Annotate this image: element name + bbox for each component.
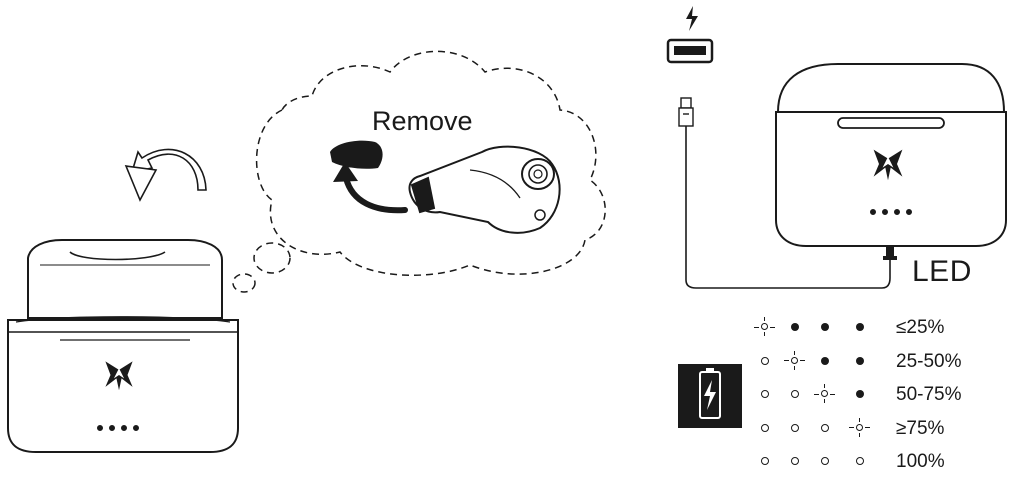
lightning-bolt-icon	[686, 6, 698, 31]
led-indicator-off	[754, 450, 776, 472]
led-indicator-on	[849, 383, 871, 405]
led-indicator-off	[814, 417, 836, 439]
led-indicator-on	[784, 316, 806, 338]
battery-level-label: ≥75%	[896, 417, 945, 439]
battery-level-label: ≤25%	[896, 317, 945, 338]
battery-level-label: 50-75%	[896, 384, 962, 405]
battery-charging-icon	[678, 364, 742, 428]
rotate-arrow-icon	[124, 148, 207, 202]
open-charging-case	[7, 239, 239, 453]
led-indicator-blink	[754, 316, 776, 338]
thought-cloud	[232, 50, 606, 293]
usb-port-icon	[666, 38, 714, 64]
led-indicator-off	[814, 450, 836, 472]
led-indicator-on	[814, 316, 836, 338]
earbud	[408, 145, 561, 234]
closed-charging-case	[775, 63, 1007, 247]
led-indicator-off	[849, 450, 871, 472]
usb-cable	[685, 126, 891, 289]
led-indicator-on	[849, 350, 871, 372]
ear-tip-removed	[330, 140, 383, 169]
led-indicator-off	[754, 350, 776, 372]
cable-connector	[883, 246, 897, 260]
led-indicator-off	[754, 417, 776, 439]
led-indicator-off	[784, 450, 806, 472]
battery-level-label: 100%	[896, 451, 945, 472]
led-indicator-off	[754, 383, 776, 405]
led-indicator-blink	[814, 383, 836, 405]
led-label: LED	[912, 255, 972, 288]
battery-level-label: 25-50%	[896, 350, 962, 372]
led-indicator-on	[814, 350, 836, 372]
usb-plug-icon	[678, 97, 694, 127]
led-indicator-on	[849, 316, 871, 338]
led-indicator-blink	[849, 417, 871, 439]
led-indicator-blink	[784, 350, 806, 372]
led-indicator-off	[784, 383, 806, 405]
remove-label: Remove	[372, 106, 473, 136]
remove-arrow-icon	[333, 162, 408, 214]
led-indicator-off	[784, 417, 806, 439]
